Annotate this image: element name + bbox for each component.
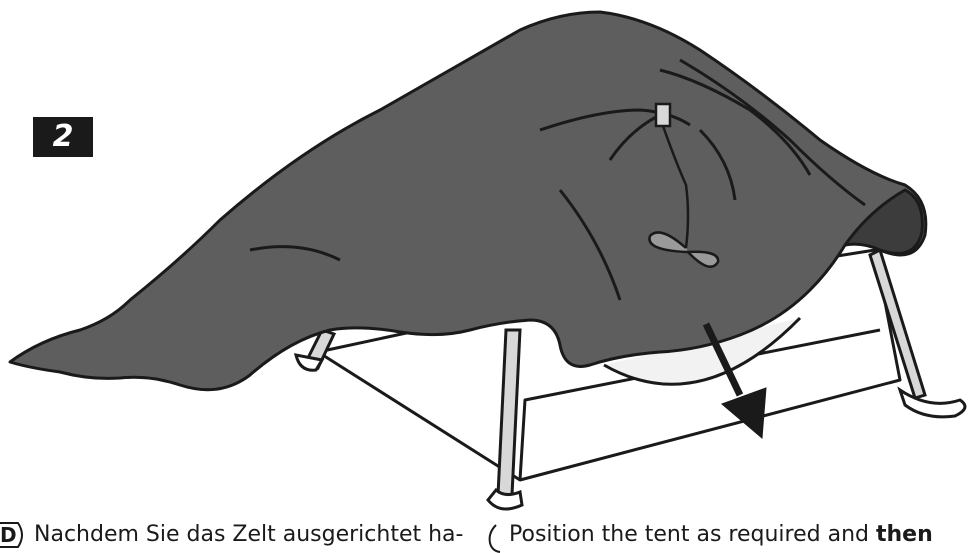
instruction-text-row: D Nachdem Sie das Zelt ausgerichtet ha- … [0,519,972,553]
english-instruction-plain: Position the tent as required and [509,522,876,547]
english-language-marker-icon [486,523,508,553]
english-instruction: Position the tent as required and then [509,519,933,551]
english-instruction-bold: then [876,522,933,547]
german-instruction: Nachdem Sie das Zelt ausgerichtet ha- [34,519,463,551]
german-language-marker-icon: D [0,521,26,549]
german-marker-letter: D [0,523,17,547]
tent-flysheet-illustration [0,0,972,520]
step-number-badge: 2 [33,117,93,157]
